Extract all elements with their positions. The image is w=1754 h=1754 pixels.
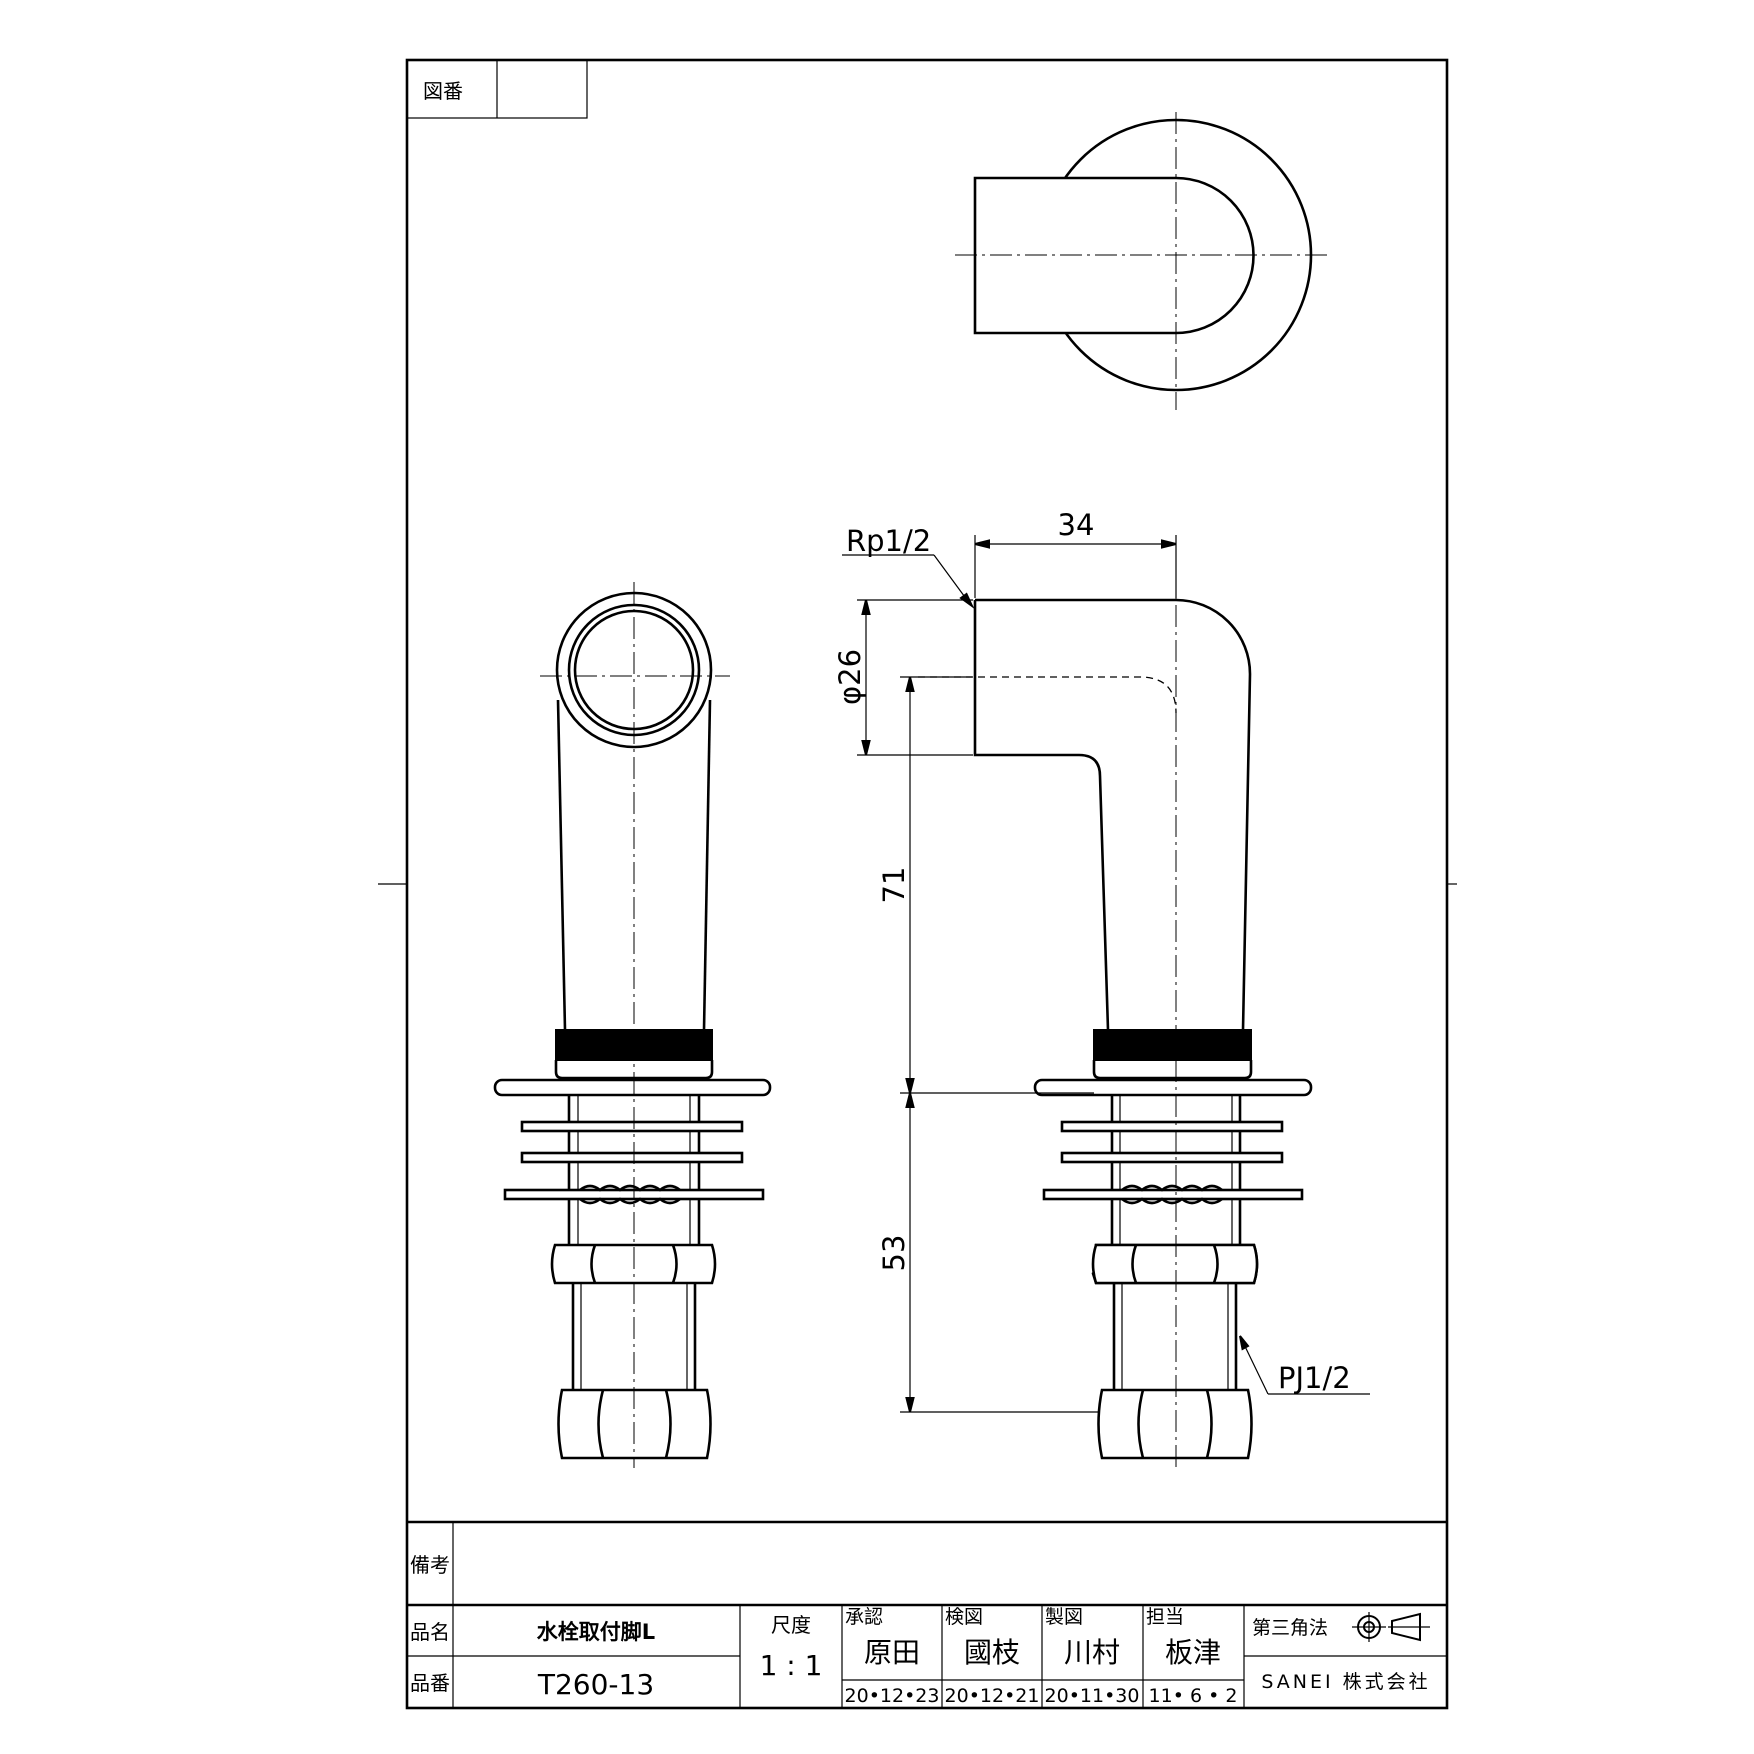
check-name: 國枝 [964, 1636, 1020, 1669]
dimension-upper-height-label: 71 [877, 867, 911, 904]
thread-outlet-callout: PJ1/2 [1239, 1335, 1370, 1395]
remarks-label: 備考 [410, 1553, 450, 1577]
third-angle-projection-icon [1352, 1612, 1430, 1642]
drafting-date: 20•11•30 [1045, 1685, 1140, 1707]
front-view [493, 582, 772, 1468]
title-block: 備考 品名 水栓取付脚L 品番 T260-13 尺度 1 : 1 承認 原田 2… [407, 1520, 1447, 1708]
drafting-role: 製図 [1045, 1606, 1083, 1628]
check-date: 20•12•21 [945, 1685, 1040, 1707]
check-role: 検図 [945, 1606, 983, 1628]
product-number-label: 品番 [410, 1671, 450, 1695]
drawing-number-label: 図番 [423, 79, 463, 103]
product-name-value: 水栓取付脚L [537, 1620, 655, 1644]
company-name: SANEI 株式会社 [1261, 1671, 1430, 1693]
dimension-width-label: 34 [1058, 508, 1095, 542]
product-number-value: T260-13 [537, 1668, 654, 1701]
dimension-lower-height-label: 53 [877, 1235, 911, 1272]
side-view [918, 535, 1313, 1468]
top-view [955, 112, 1332, 410]
dimension-width: 34 [974, 508, 1177, 598]
dimension-lower-height: 53 [877, 1092, 1100, 1413]
drawing-number-box: 図番 [406, 59, 588, 119]
thread-outlet-label: PJ1/2 [1278, 1361, 1351, 1395]
drafting-name: 川村 [1064, 1636, 1120, 1669]
dimension-upper-height: 71 [877, 676, 1094, 1094]
thread-inlet-callout: Rp1/2 [842, 524, 975, 610]
approval-date: 20•12•23 [845, 1685, 940, 1707]
projection-label: 第三角法 [1252, 1617, 1328, 1639]
scale-value: 1 : 1 [760, 1649, 823, 1682]
responsible-name: 板津 [1165, 1636, 1221, 1669]
dimension-diameter-label: φ26 [833, 649, 867, 705]
product-name-label: 品名 [410, 1620, 450, 1644]
approval-role: 承認 [845, 1606, 883, 1628]
responsible-date: 11• 6 • 2 [1149, 1685, 1238, 1707]
thread-inlet-label: Rp1/2 [846, 524, 931, 558]
dimension-diameter: φ26 [833, 599, 973, 756]
approval-name: 原田 [864, 1636, 920, 1669]
responsible-role: 担当 [1146, 1606, 1184, 1628]
scale-label: 尺度 [771, 1613, 811, 1637]
